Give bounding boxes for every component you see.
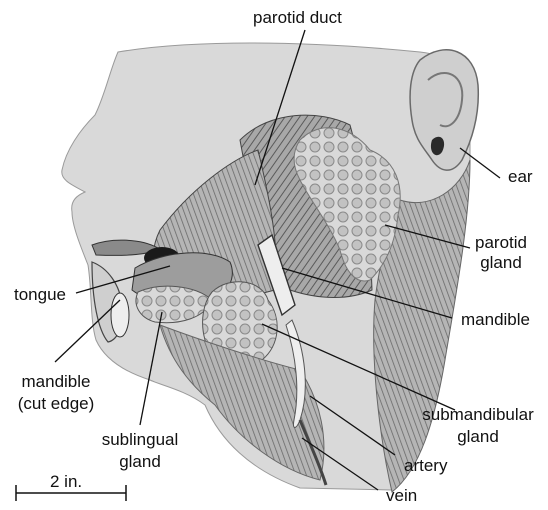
label-tongue: tongue <box>14 285 66 305</box>
label-mandible-cut-line2: (cut edge) <box>8 394 104 414</box>
label-ear: ear <box>508 167 533 187</box>
label-vein: vein <box>386 486 417 506</box>
label-submandibular-line2: gland <box>412 427 544 447</box>
label-mandible: mandible <box>461 310 530 330</box>
scale-bar-label: 2 in. <box>50 472 82 492</box>
label-parotid-gland-line2: gland <box>472 253 530 273</box>
label-mandible-cut-line1: mandible <box>8 372 104 392</box>
label-sublingual-line2: gland <box>92 452 188 472</box>
label-parotid-duct: parotid duct <box>253 8 342 28</box>
label-parotid-gland-line1: parotid <box>472 233 530 253</box>
label-artery: artery <box>404 456 447 476</box>
label-sublingual-line1: sublingual <box>92 430 188 450</box>
mandible-cut-face <box>111 293 129 337</box>
label-submandibular-line1: submandibular <box>412 405 544 425</box>
